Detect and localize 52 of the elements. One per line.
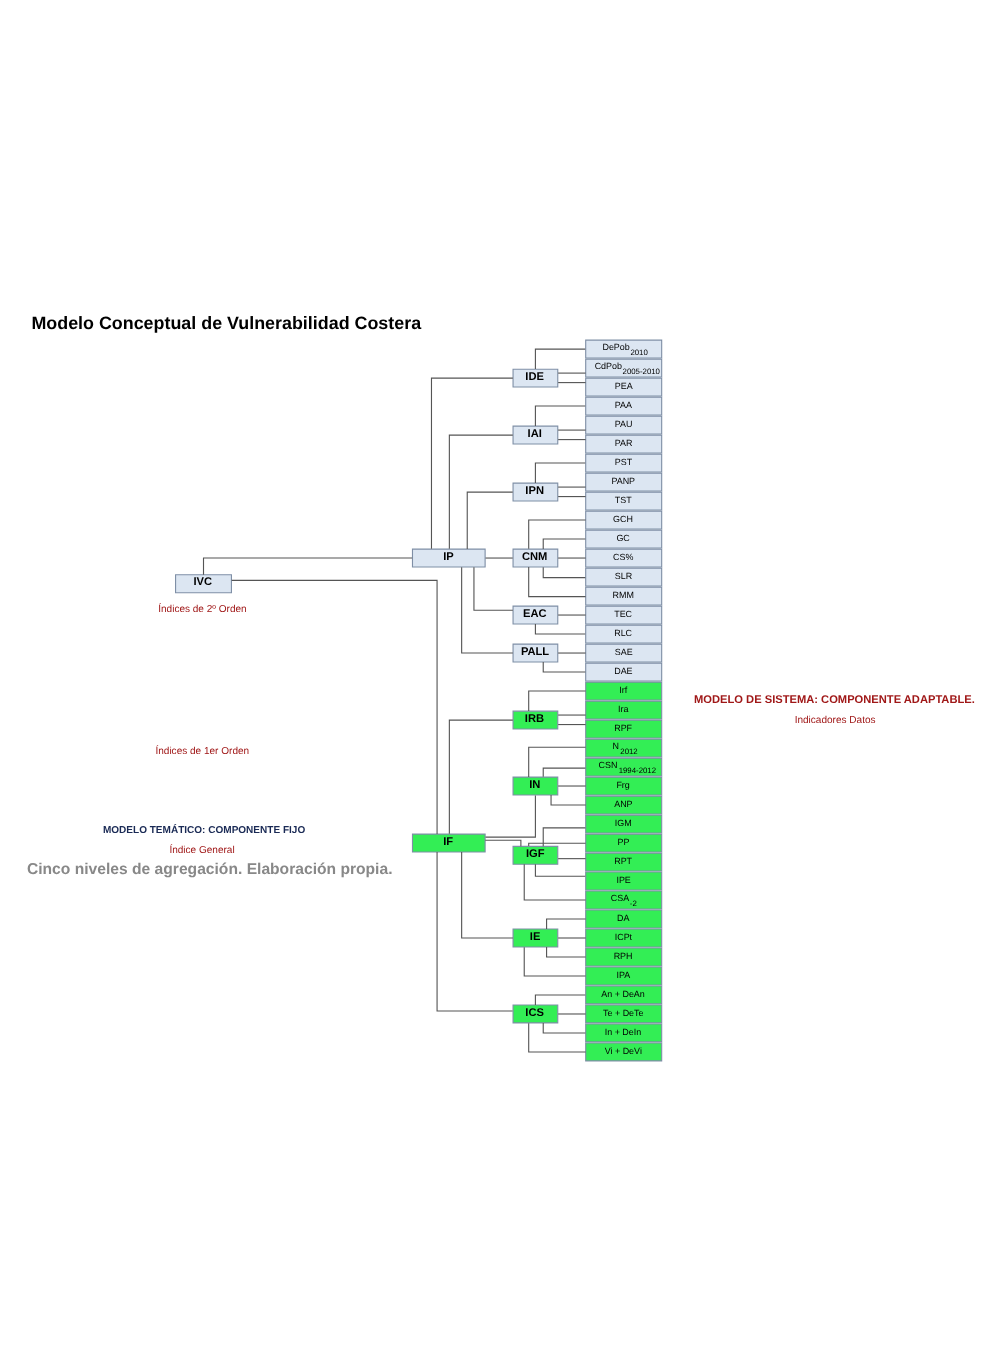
connector [429, 377, 513, 550]
connector [527, 842, 586, 847]
connector [556, 557, 586, 559]
connector [460, 566, 513, 654]
connector [527, 519, 586, 550]
connector [556, 714, 586, 716]
connector [465, 491, 513, 550]
diagram-title: Modelo Conceptual de Vulnerabilidad Costera [30, 312, 421, 333]
connector [447, 719, 513, 835]
connector [527, 690, 586, 712]
connector [556, 724, 586, 726]
connector [522, 946, 586, 977]
connector [545, 946, 586, 958]
connector [541, 538, 585, 550]
connector [483, 839, 521, 847]
connector [447, 434, 513, 550]
connector [483, 557, 513, 559]
connector [533, 405, 585, 427]
connector [533, 994, 585, 1006]
connector [549, 794, 586, 806]
connector [556, 439, 586, 441]
connector [522, 863, 586, 901]
connector [545, 918, 586, 930]
connector [527, 566, 586, 598]
connector [533, 462, 585, 484]
connector [541, 566, 585, 579]
connector [556, 382, 586, 384]
connector [541, 1022, 585, 1034]
connector [230, 579, 437, 835]
connector [527, 1022, 586, 1053]
connector [435, 851, 513, 1012]
connector [472, 566, 513, 611]
connector [556, 429, 586, 431]
connector [201, 557, 412, 576]
connector [556, 496, 586, 498]
connector [556, 785, 586, 787]
connector [527, 746, 586, 778]
connector [541, 827, 585, 847]
connector [556, 486, 586, 488]
connector [556, 858, 586, 860]
connector [556, 652, 586, 654]
connector [533, 623, 585, 635]
connector [533, 863, 585, 877]
connector [533, 348, 585, 370]
connector [483, 794, 535, 838]
connector [556, 372, 586, 374]
connector [556, 614, 586, 616]
connector [541, 767, 585, 778]
connector [541, 661, 585, 673]
connector [556, 1013, 586, 1015]
connector [556, 937, 586, 939]
connector [460, 851, 513, 939]
